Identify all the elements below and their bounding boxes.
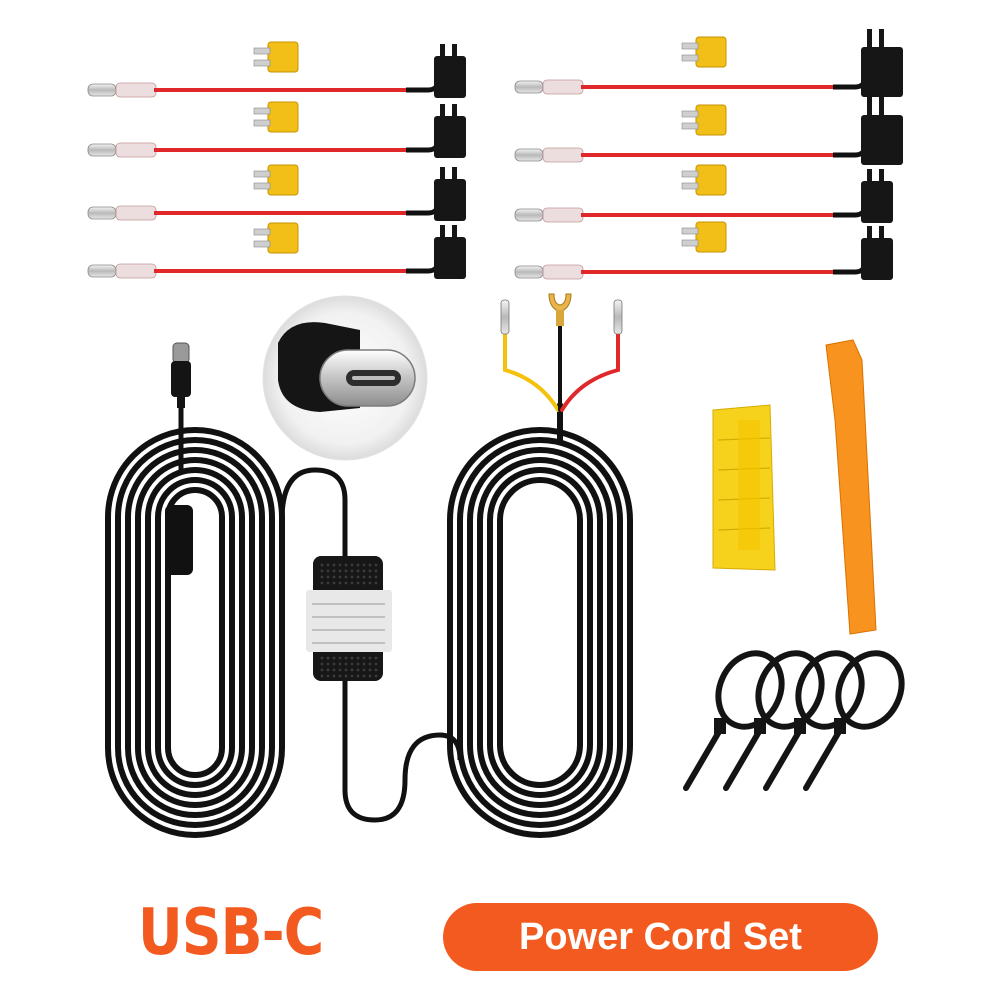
cable-tie [763,650,865,791]
converter-cables [279,467,463,823]
bullet-terminal-left [500,299,510,335]
fuse-tap-adapter [514,164,893,223]
lead-wires [503,318,620,443]
fuse-tap-adapter [514,221,893,280]
bullet-terminal-right [613,299,623,335]
converter-vents [320,563,378,678]
right-cable-coil [447,427,633,838]
fuse-puller [712,404,776,571]
cable-tie [723,650,825,791]
voltage-converter-box [306,556,392,681]
set-title-badge: Power Cord Set [443,903,878,971]
left-cable-coil [105,408,285,838]
cable-ties [683,650,905,791]
connector-type-label: USB-C [138,896,324,970]
usb-c-plug-closeup [262,295,428,461]
fuse-tap-adapter [87,222,466,279]
fuse-tap-adapter [514,97,903,165]
fuse-tap-group [87,29,903,280]
cable-tie [683,650,785,791]
pry-tool [825,339,877,635]
cable-tie [803,650,905,791]
spade-terminal [548,293,572,326]
set-title-text: Power Cord Set [519,915,802,958]
ferrite-bead [165,505,193,575]
fuse-tap-adapter [87,101,466,158]
fuse-tap-adapter [87,41,466,98]
fuse-tap-adapter [514,29,903,97]
usb-c-connector [171,342,191,408]
fuse-tap-adapter [87,164,466,221]
